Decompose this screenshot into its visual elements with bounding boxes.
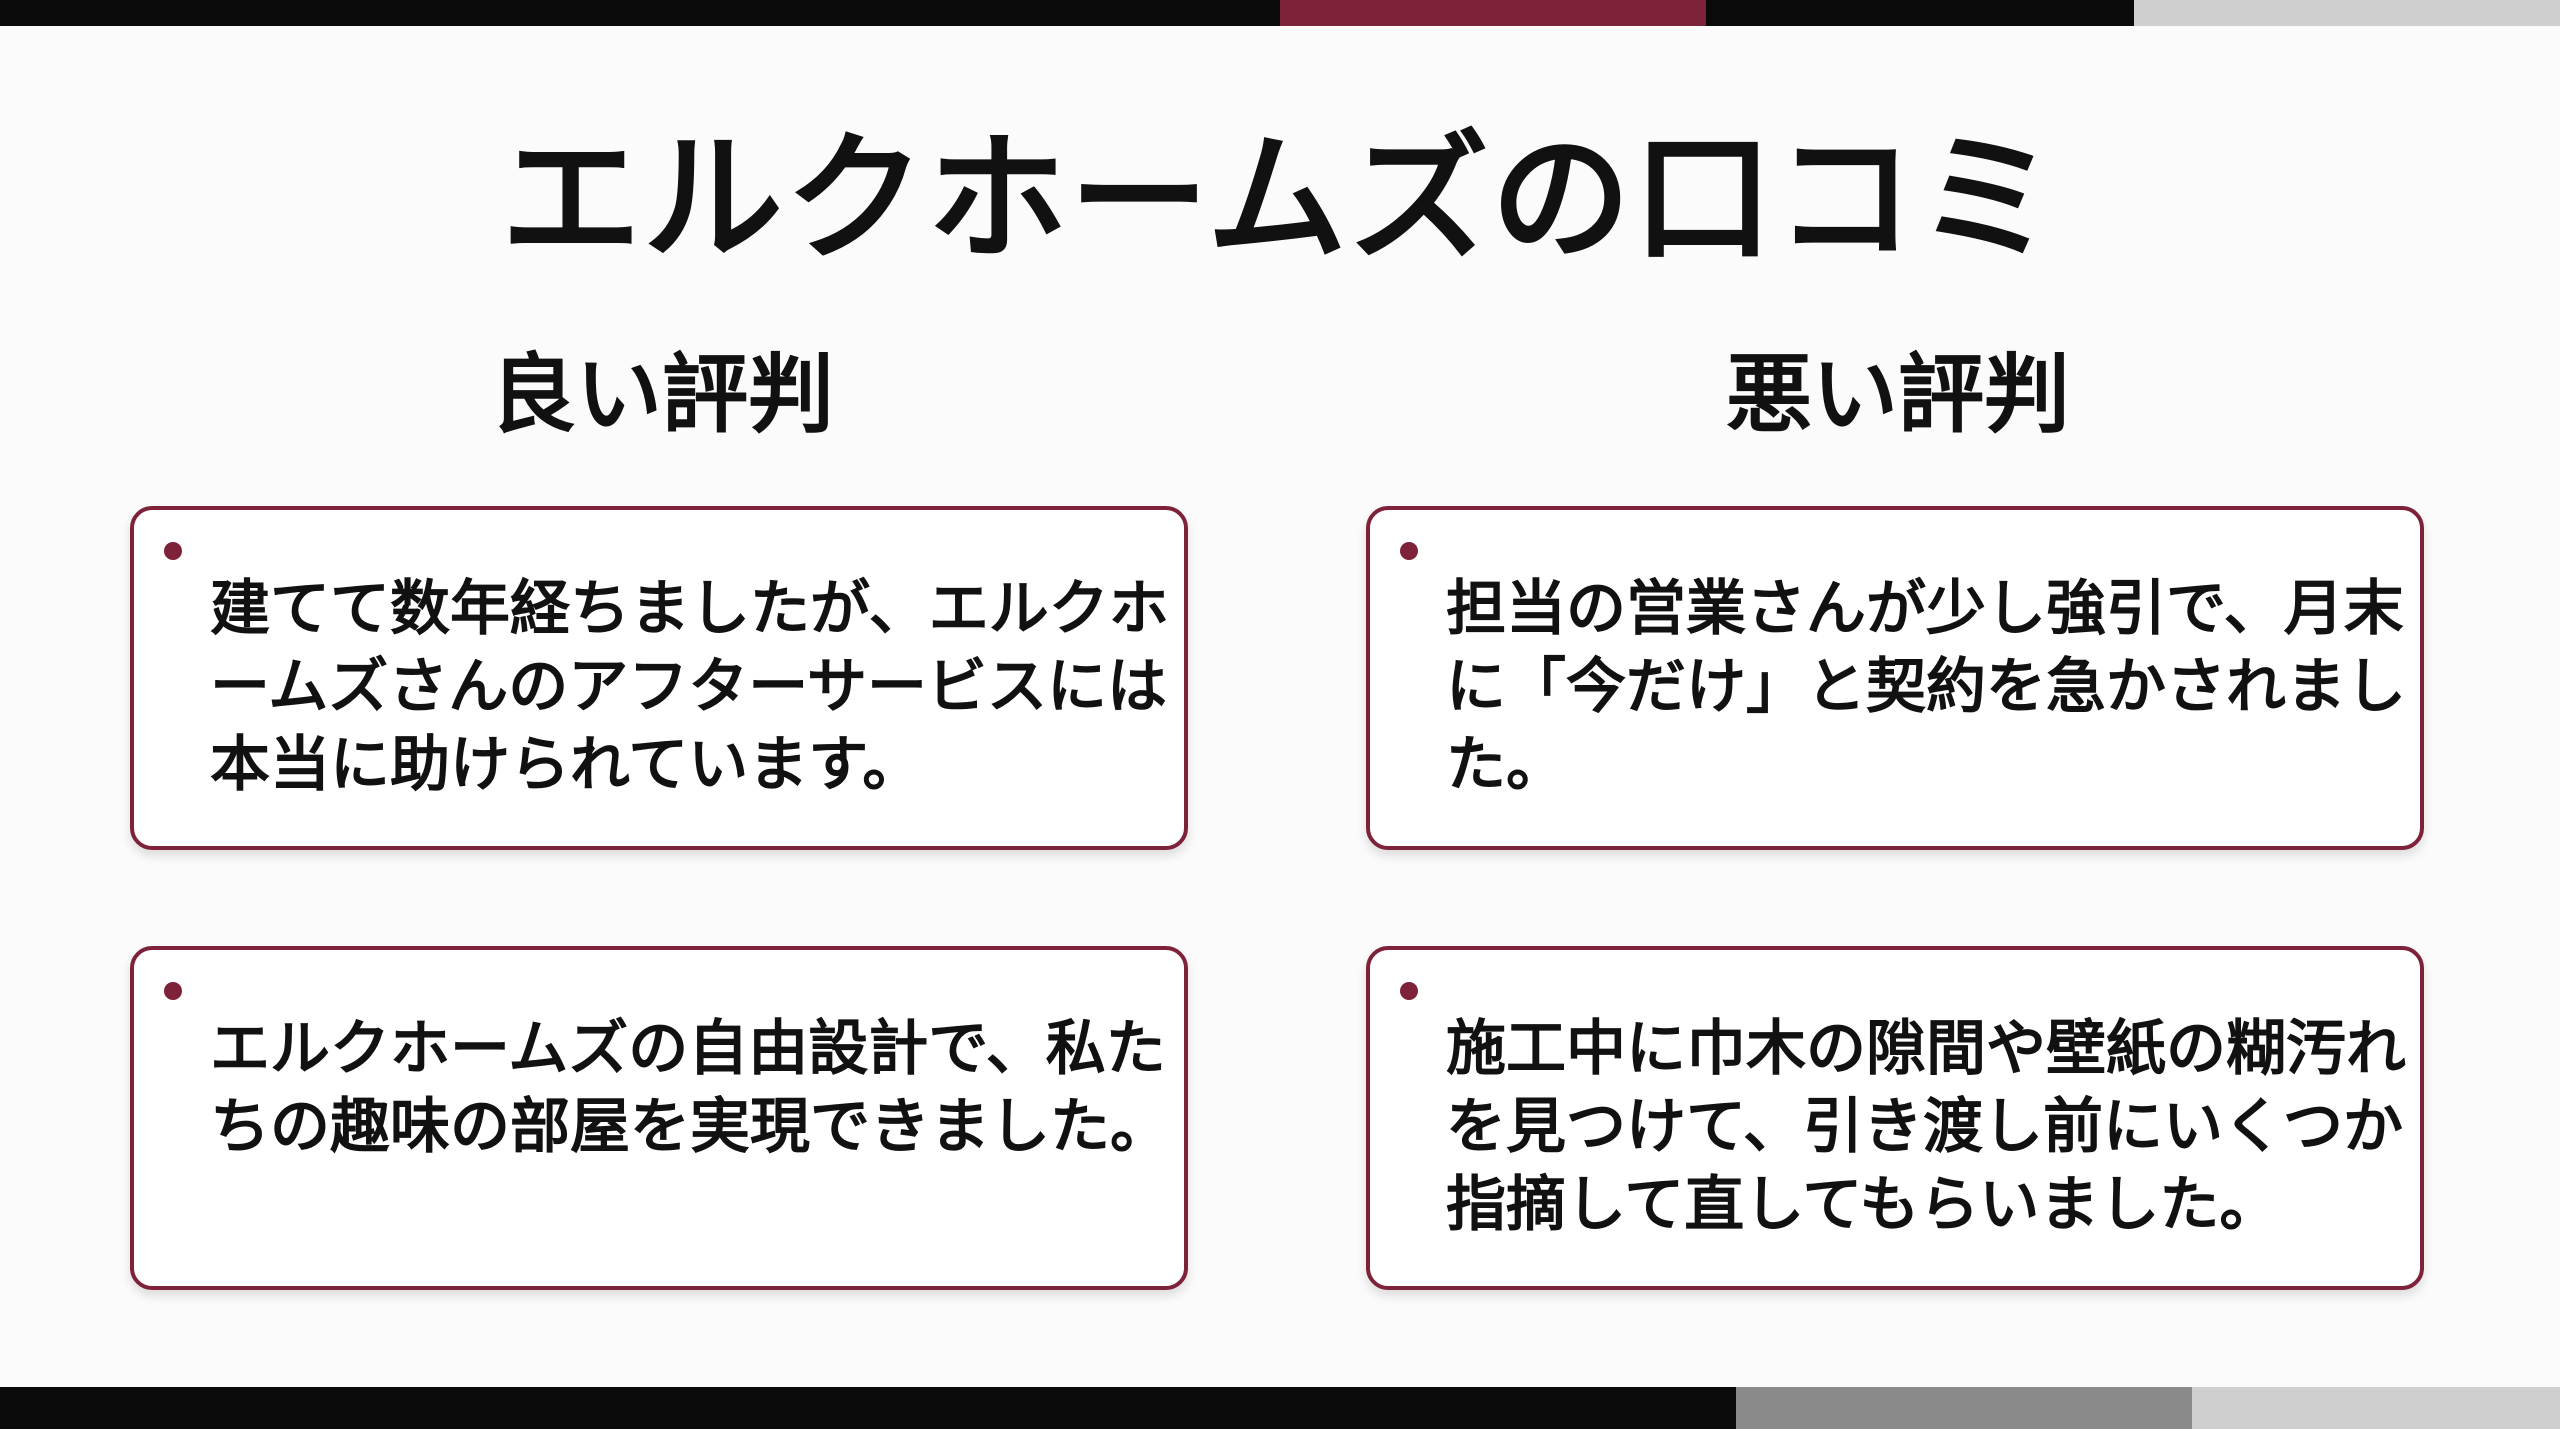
good-review-card-2: エルクホームズの自由設計で、私たちの趣味の部屋を実現できました。 (130, 946, 1188, 1290)
bullet-dot-icon (164, 982, 182, 1000)
bad-review-text-2: 施工中に巾木の隙間や壁紙の糊汚れを見つけて、引き渡し前にいくつか指摘して直しても… (1446, 1014, 2406, 1240)
bullet-dot-icon (1400, 982, 1418, 1000)
good-review-text-2: エルクホームズの自由設計で、私たちの趣味の部屋を実現できました。 (210, 1014, 1170, 1162)
bad-review-card-2: 施工中に巾木の隙間や壁紙の糊汚れを見つけて、引き渡し前にいくつか指摘して直しても… (1366, 946, 2424, 1290)
bad-review-text-1: 担当の営業さんが少し強引で、月末に「今だけ」と契約を急かされました。 (1446, 574, 2406, 800)
bottom-bar-light-gray-segment (2192, 1387, 2560, 1429)
bullet-dot-icon (1400, 542, 1418, 560)
bad-review-card-1: 担当の営業さんが少し強引で、月末に「今だけ」と契約を急かされました。 (1366, 506, 2424, 850)
bottom-bar-black-segment (0, 1387, 1736, 1429)
good-reviews-heading: 良い評判 (490, 345, 834, 445)
good-review-card-1: 建てて数年経ちましたが、エルクホームズさんのアフターサービスには本当に助けられて… (130, 506, 1188, 850)
bad-reviews-heading: 悪い評判 (1726, 345, 2070, 445)
top-bar-black-segment-2 (1706, 0, 2134, 26)
top-bar-black-segment (0, 0, 1280, 26)
top-decorative-bar (0, 0, 2560, 26)
bottom-bar-dark-gray-segment (1736, 1387, 2192, 1429)
top-bar-gray-segment (2134, 0, 2560, 26)
bottom-decorative-bar (0, 1387, 2560, 1429)
bullet-dot-icon (164, 542, 182, 560)
good-review-text-1: 建てて数年経ちましたが、エルクホームズさんのアフターサービスには本当に助けられて… (210, 574, 1169, 800)
page-title: エルクホームズの口コミ (501, 118, 2059, 281)
top-bar-accent-segment (1280, 0, 1706, 26)
